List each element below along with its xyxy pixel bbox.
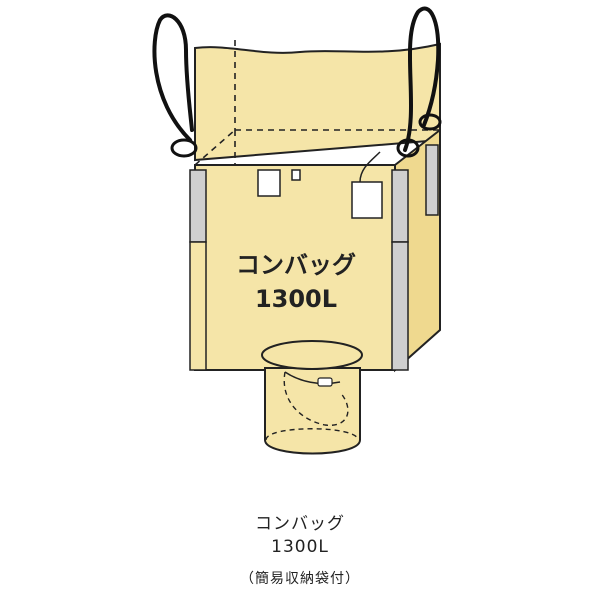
tag-document (351, 181, 383, 219)
spout-rim (261, 340, 363, 370)
caption-product-name: コンバッグ (255, 514, 345, 534)
discharge-spout (264, 367, 361, 455)
buckle-icon (170, 113, 442, 158)
belt-left (189, 169, 207, 243)
belt-right (391, 169, 409, 243)
flexible-container-bag-illustration: コンバッグ 1300L (152, 6, 442, 455)
bag-top-skirt (194, 42, 441, 162)
bag-label-name: コンバッグ (236, 251, 356, 279)
belt-right-lower (391, 241, 409, 371)
bag-label-capacity: 1300L (255, 285, 337, 313)
belt-side (425, 144, 439, 216)
rope-loop-icon (152, 6, 441, 152)
tag-tiny (291, 169, 301, 181)
belt-left-lower (189, 241, 207, 371)
caption-note: （簡易収納袋付） (240, 571, 360, 587)
spout-dashed (265, 371, 359, 441)
tag-small (257, 169, 281, 197)
caption-capacity: 1300L (271, 537, 329, 557)
